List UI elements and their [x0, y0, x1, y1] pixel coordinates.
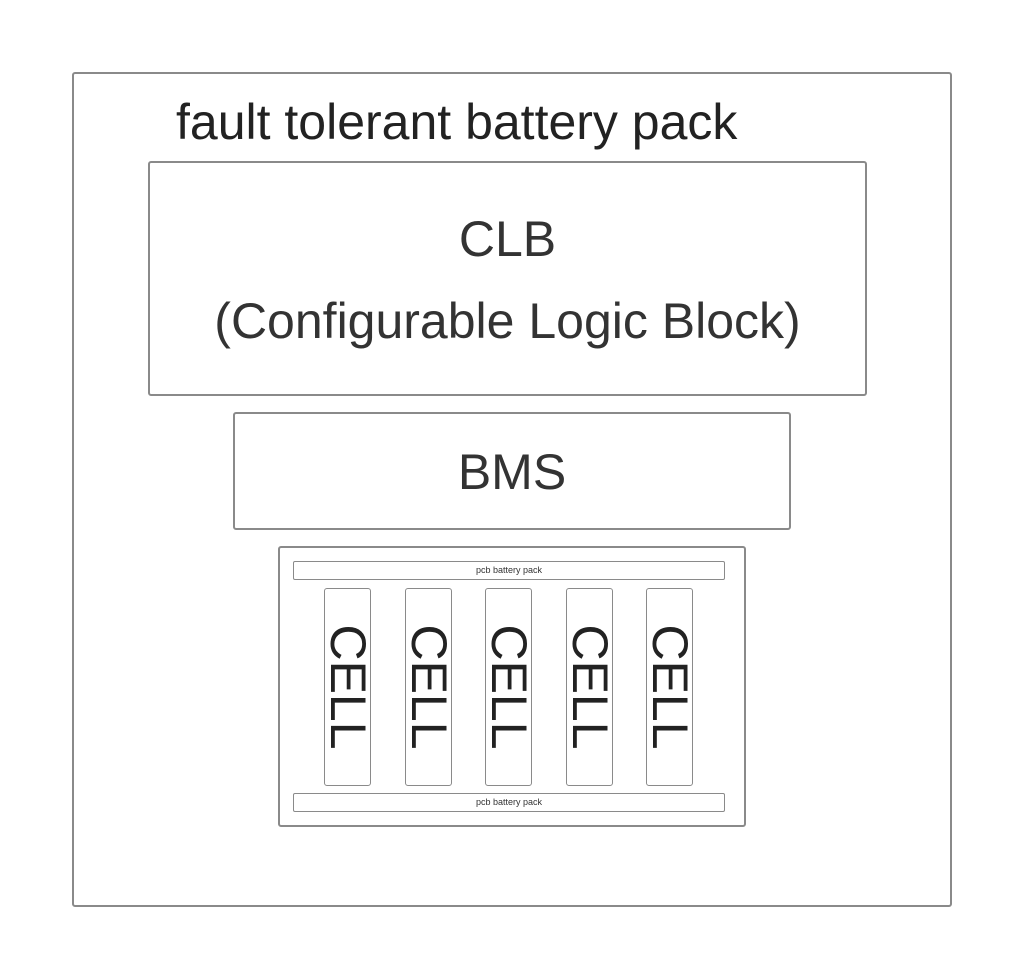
cell-1: CELL — [324, 588, 371, 786]
cell-3: CELL — [485, 588, 532, 786]
pcb-top-strip: pcb battery pack — [293, 561, 725, 580]
pcb-battery-pack: pcb battery pack CELL CELL CELL CELL CEL… — [278, 546, 746, 827]
pcb-bottom-strip: pcb battery pack — [293, 793, 725, 812]
clb-block: CLB (Configurable Logic Block) — [148, 161, 867, 396]
cell-label: CELL — [405, 624, 452, 750]
cell-label: CELL — [646, 624, 693, 750]
cell-4: CELL — [566, 588, 613, 786]
cell-5: CELL — [646, 588, 693, 786]
diagram-title: fault tolerant battery pack — [176, 94, 738, 150]
cell-label: CELL — [485, 624, 532, 750]
clb-title: CLB — [458, 211, 557, 267]
bms-block: BMS — [233, 412, 791, 530]
bms-label: BMS — [457, 444, 567, 500]
clb-subtitle: (Configurable Logic Block) — [214, 293, 801, 349]
cell-label: CELL — [324, 624, 371, 750]
cell-label: CELL — [566, 624, 613, 750]
cell-2: CELL — [405, 588, 452, 786]
